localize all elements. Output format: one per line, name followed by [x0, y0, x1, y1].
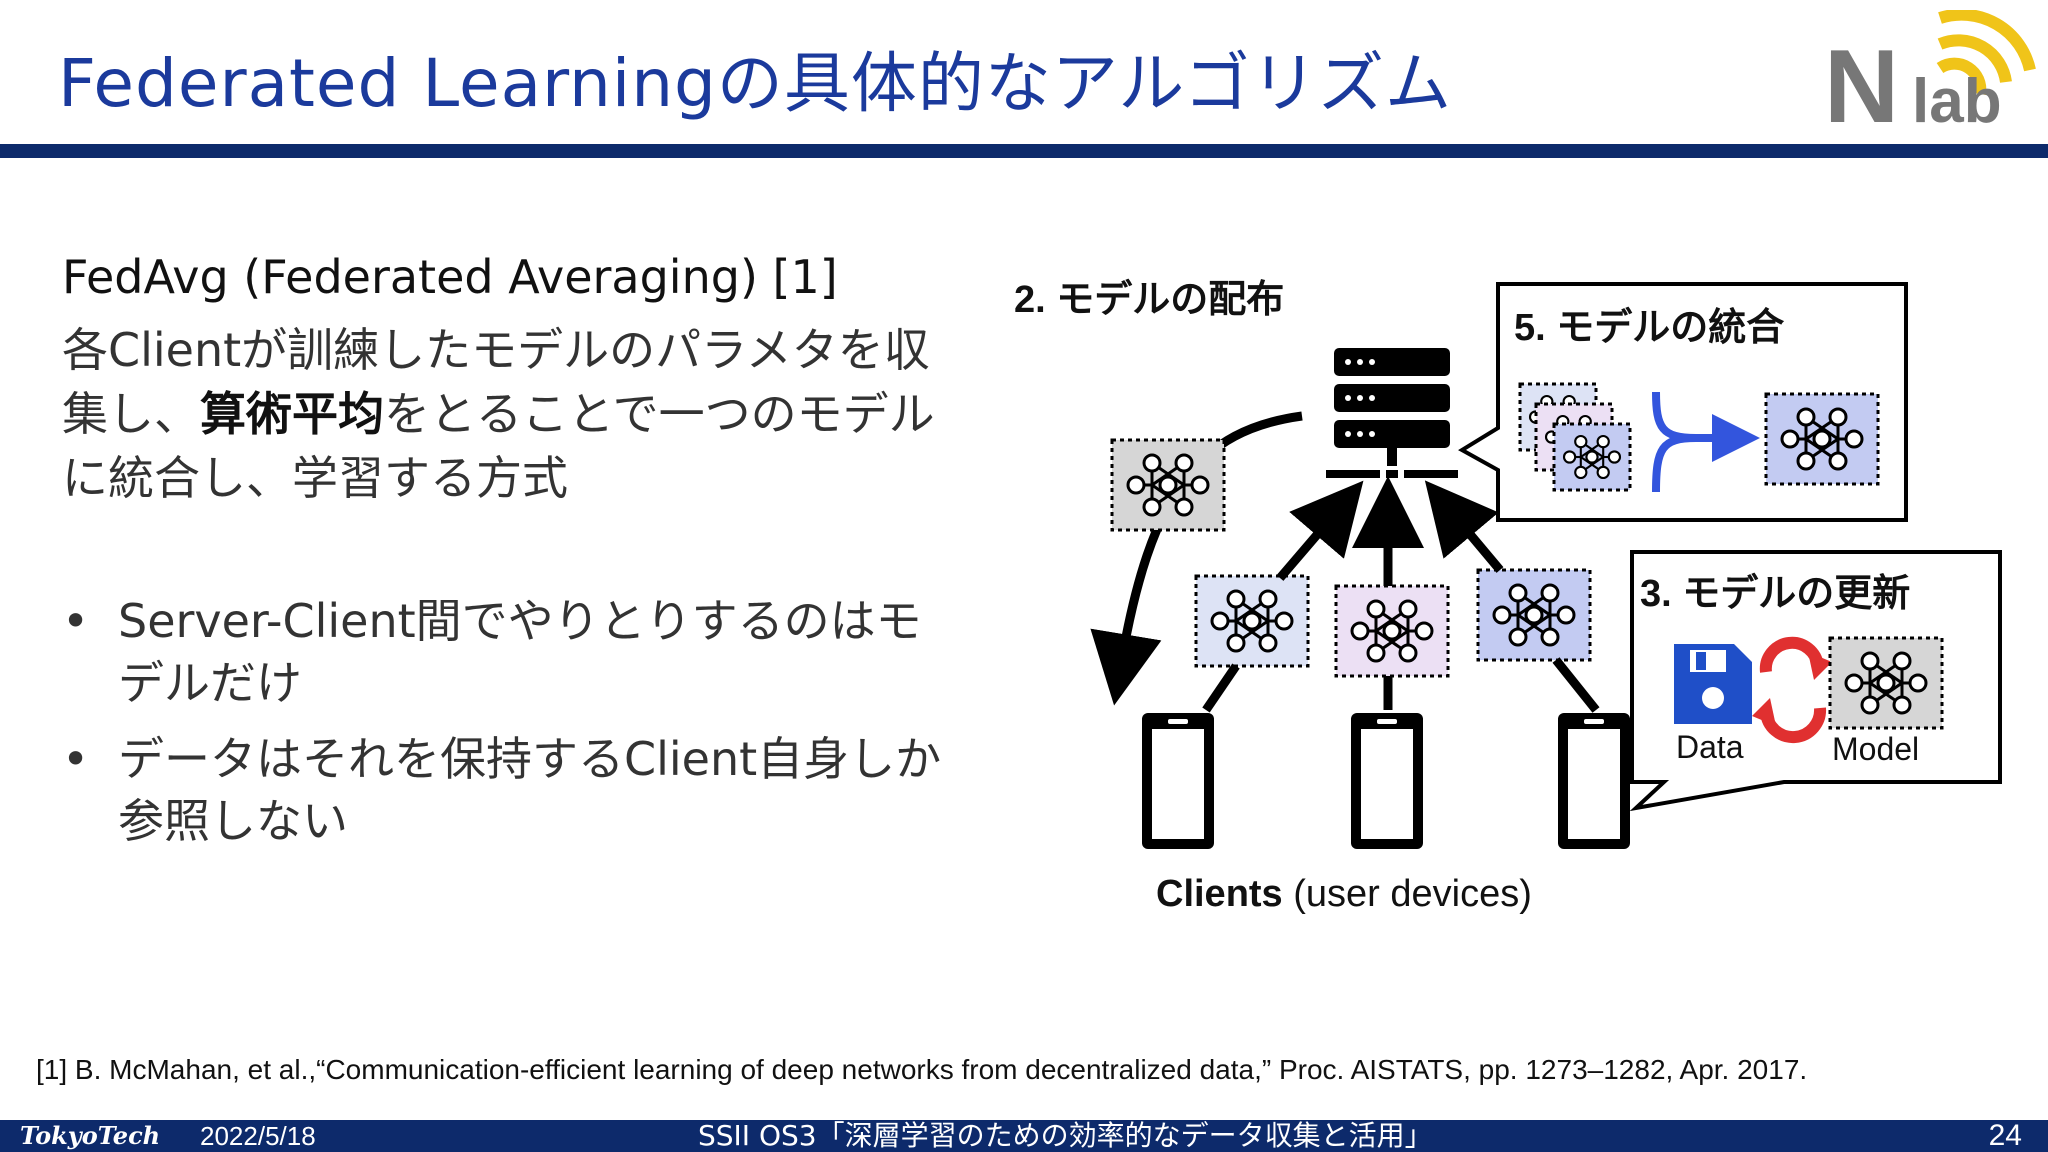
update-callout: 3. モデルの更新 Data Model — [1629, 550, 2002, 812]
bullet-item: • データはそれを保持するClient自身しか参照しない — [62, 728, 962, 852]
label-model-update: 3. モデルの更新 — [1640, 572, 1910, 615]
server-icon — [1326, 348, 1458, 478]
client-model-icon — [1334, 584, 1450, 678]
client-model-icon — [1476, 568, 1592, 662]
smartphone-icon — [1558, 713, 1630, 849]
description-part-2: をとることで一つのモデルに統合し、学習する方式 — [62, 387, 935, 505]
merge-arrow-icon — [1652, 391, 1760, 493]
page-number: 24 — [1988, 1119, 2022, 1152]
bullet-text: Server-Client間でやりとりするのはモデルだけ — [118, 594, 922, 710]
label-data: Data — [1676, 729, 1744, 765]
smartphone-icon — [1351, 713, 1423, 849]
section-heading: FedAvg (Federated Averaging) [1] — [62, 250, 838, 304]
global-model-icon — [1110, 438, 1226, 532]
clients-caption-rest: (user devices) — [1283, 873, 1532, 915]
nlab-logo: N lab — [1824, 10, 2036, 130]
slide-title: Federated Learningの具体的なアルゴリズム — [58, 45, 1452, 122]
title-underline-bar — [0, 144, 2048, 158]
method-description: 各Clientが訓練したモデルのパラメタを収集し、算術平均をとることで一つのモデ… — [62, 318, 962, 510]
smartphone-icon — [1142, 713, 1214, 849]
bullet-item: • Server-Client間でやりとりするのはモデルだけ — [62, 590, 962, 714]
bullet-marker: • — [62, 732, 90, 786]
institution-logo: TokyoTech — [20, 1121, 161, 1150]
client-model-icon — [1194, 574, 1310, 668]
event-name: SSII OS3「深層学習のための効率的なデータ収集と活用」 — [698, 1119, 1433, 1152]
logo-letters-lab: lab — [1912, 67, 2002, 130]
upload-arrow — [1424, 480, 1504, 573]
upload-arrow — [1276, 480, 1364, 581]
clients-caption-bold: Clients — [1156, 873, 1283, 915]
description-part-1: 各Clientが訓練したモデルのパラメタを収集し、 — [62, 323, 930, 441]
description-emphasis: 算術平均 — [200, 387, 384, 441]
sync-icon — [1752, 636, 1832, 743]
bullet-list: • Server-Client間でやりとりするのはモデルだけ • データはそれを保持… — [62, 590, 962, 866]
footer-bar: TokyoTech 2022/5/18 SSII OS3「深層学習のための効率的… — [0, 1120, 2048, 1152]
bullet-marker: • — [62, 594, 90, 648]
label-model-distribution: 2. モデルの配布 — [1014, 278, 1284, 321]
logo-letter-n: N — [1824, 29, 1899, 130]
aggregation-callout: 5. モデルの統合 — [1458, 282, 1908, 522]
clients-caption: Clients (user devices) — [1156, 873, 1532, 915]
label-model-aggregation: 5. モデルの統合 — [1514, 306, 1784, 349]
reference-citation: [1] B. McMahan, et al.,“Communication-ef… — [36, 1054, 1808, 1085]
bullet-text: データはそれを保持するClient自身しか参照しない — [118, 732, 942, 848]
presentation-date: 2022/5/18 — [200, 1121, 316, 1151]
label-model: Model — [1832, 731, 1919, 767]
federated-learning-diagram: 2. モデルの配布 Clients (u — [1014, 278, 2002, 915]
floppy-disk-icon — [1674, 644, 1752, 724]
